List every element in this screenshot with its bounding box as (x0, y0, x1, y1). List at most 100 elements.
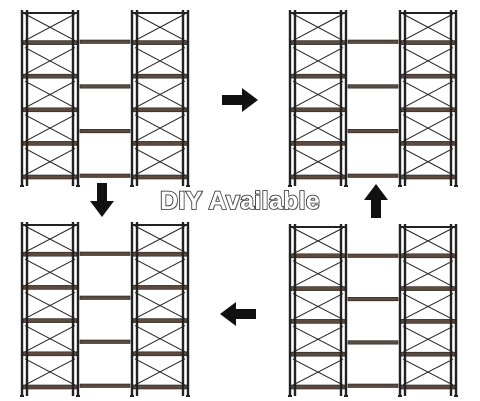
shelf-board (290, 174, 346, 180)
middle-shelf-board (347, 297, 399, 302)
shelf-board (132, 174, 188, 180)
cross-brace (292, 47, 344, 75)
diy-available-caption: DIY Available (159, 186, 320, 216)
frame-post (403, 224, 407, 396)
cross-brace (402, 325, 454, 353)
middle-shelf-board (79, 84, 131, 89)
middle-shelf-board (79, 173, 131, 178)
shelf-board (400, 107, 456, 113)
cross-brace (292, 13, 344, 42)
cross-brace (24, 47, 76, 75)
foot (344, 395, 348, 397)
cross-brace (402, 358, 454, 386)
foot (76, 395, 80, 397)
foot (20, 185, 24, 187)
frame-post (25, 10, 29, 186)
tower-top-rail (22, 224, 78, 226)
frame-post (449, 224, 453, 396)
foot (130, 185, 134, 187)
shelf-board (132, 141, 188, 146)
cross-brace (292, 114, 344, 142)
shelf-board (22, 141, 78, 146)
shelf-board (400, 384, 456, 390)
foot (398, 395, 402, 397)
frame-post (288, 224, 292, 396)
shelf-board (290, 351, 346, 357)
cross-brace (24, 13, 76, 42)
cross-brace (134, 258, 186, 286)
middle-shelves (347, 39, 399, 178)
frame-post (20, 10, 24, 186)
cross-brace (134, 225, 186, 253)
configuration-bottom-right (288, 224, 458, 397)
frame-post (339, 224, 343, 396)
cross-brace (402, 13, 454, 42)
shelf-board (22, 318, 78, 323)
frame-post (398, 224, 402, 396)
frame-post (76, 222, 80, 396)
cross-brace (402, 227, 454, 255)
cross-brace (292, 147, 344, 176)
frame-post (181, 222, 185, 396)
shelf-board (22, 73, 78, 79)
middle-shelf-board (347, 173, 399, 178)
cross-brace (24, 80, 76, 109)
shelf-board (290, 286, 346, 291)
shelf-board (290, 319, 346, 324)
arrow-left-icon (220, 302, 256, 326)
tower-top-rail (400, 226, 456, 228)
frame-post (25, 222, 29, 396)
cross-brace (292, 325, 344, 353)
configuration-bottom-left (20, 222, 190, 397)
frame-post (135, 222, 139, 396)
tower-top-rail (132, 224, 188, 226)
middle-shelves (79, 39, 131, 178)
foot (344, 185, 348, 187)
frame-post (130, 10, 134, 186)
shelf-board (22, 107, 78, 113)
shelf-board (400, 319, 456, 324)
cross-brace (292, 293, 344, 320)
foot (288, 185, 292, 187)
cross-brace (134, 47, 186, 75)
cross-brace (24, 291, 76, 320)
shelf-board (290, 40, 346, 45)
foot (454, 185, 458, 187)
foot (454, 395, 458, 397)
shelf-board (290, 384, 346, 390)
cross-brace (134, 114, 186, 142)
frame-post (130, 222, 134, 396)
tower-top-rail (400, 12, 456, 14)
left-tower (288, 224, 348, 397)
cross-brace (24, 225, 76, 253)
frame-post (344, 10, 348, 186)
shelf-board (132, 251, 188, 257)
tower-top-rail (22, 12, 78, 14)
cross-brace (402, 147, 454, 176)
tower-top-rail (290, 12, 346, 14)
cross-brace (24, 358, 76, 386)
middle-shelf-board (347, 383, 399, 388)
middle-shelf-board (79, 39, 131, 44)
frame-post (76, 10, 80, 186)
cross-brace (292, 227, 344, 255)
middle-shelf-board (347, 340, 399, 345)
cross-brace (24, 258, 76, 286)
left-tower (20, 222, 80, 397)
frame-post (20, 222, 24, 396)
configuration-top-right (288, 10, 458, 187)
left-tower (20, 10, 80, 187)
foot (398, 185, 402, 187)
shelf-board (132, 318, 188, 323)
middle-shelf-board (79, 295, 131, 300)
shelf-board (290, 253, 346, 259)
shelf-board (290, 107, 346, 113)
frame-post (293, 224, 297, 396)
cross-brace (292, 358, 344, 386)
shelf-board (22, 251, 78, 257)
cross-brace (292, 260, 344, 288)
middle-shelf-board (347, 129, 399, 134)
right-tower (398, 10, 458, 187)
cross-brace (24, 114, 76, 142)
